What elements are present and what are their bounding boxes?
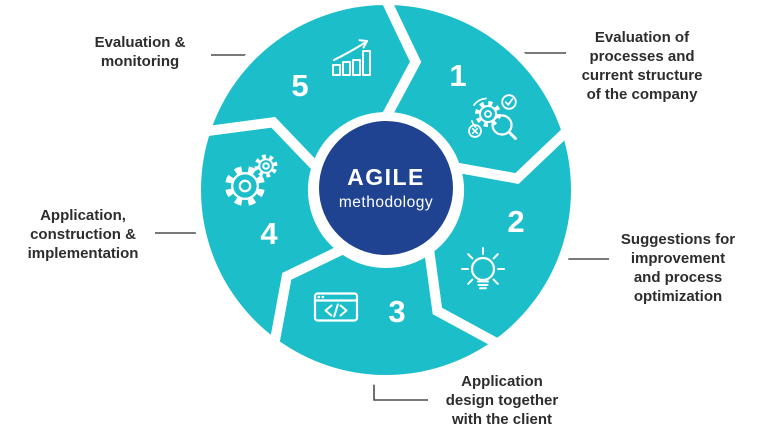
label-line: improvement <box>630 250 726 267</box>
label-application-design: Application design together with the cli… <box>422 372 582 429</box>
segment-1-number: 1 <box>449 58 466 93</box>
label-line: Suggestions for <box>620 231 736 248</box>
label-evaluation-of-processes: Evaluation of processes and current stru… <box>557 28 727 104</box>
label-line: Application <box>461 373 543 390</box>
label-line: Evaluation of <box>594 29 690 46</box>
center-hub-circle <box>319 121 453 255</box>
label-line: optimization <box>633 288 723 305</box>
label-line: current structure <box>581 67 703 84</box>
label-application-construction: Application, construction & implementati… <box>3 206 163 263</box>
center-subtitle: methodology <box>339 194 433 211</box>
center-title: AGILE <box>347 164 425 190</box>
segment-2-number: 2 <box>507 204 524 239</box>
gear-magnifier-analysis-icon <box>468 94 517 140</box>
label-line: processes and <box>589 48 695 65</box>
segment-3-number: 3 <box>388 294 405 329</box>
label-line: with the client <box>451 411 552 428</box>
label-line: monitoring <box>100 53 180 70</box>
lightbulb-idea-icon <box>461 247 505 290</box>
label-suggestions-for-improvement: Suggestions for improvement and process … <box>603 230 753 306</box>
label-line: Application, <box>40 207 126 224</box>
segment-5-number: 5 <box>291 68 308 103</box>
label-line: implementation <box>27 245 139 262</box>
label-evaluation-monitoring: Evaluation & monitoring <box>60 33 220 71</box>
segment-4-number: 4 <box>260 216 278 251</box>
label-line: Evaluation & <box>94 34 186 51</box>
segment-1-shape <box>377 0 573 184</box>
label-line: and process <box>633 269 723 286</box>
label-line: construction & <box>30 226 136 243</box>
code-window-icon <box>313 292 359 322</box>
label-line: of the company <box>586 86 698 103</box>
growth-chart-icon <box>332 39 371 76</box>
label-line: design together <box>445 392 559 409</box>
